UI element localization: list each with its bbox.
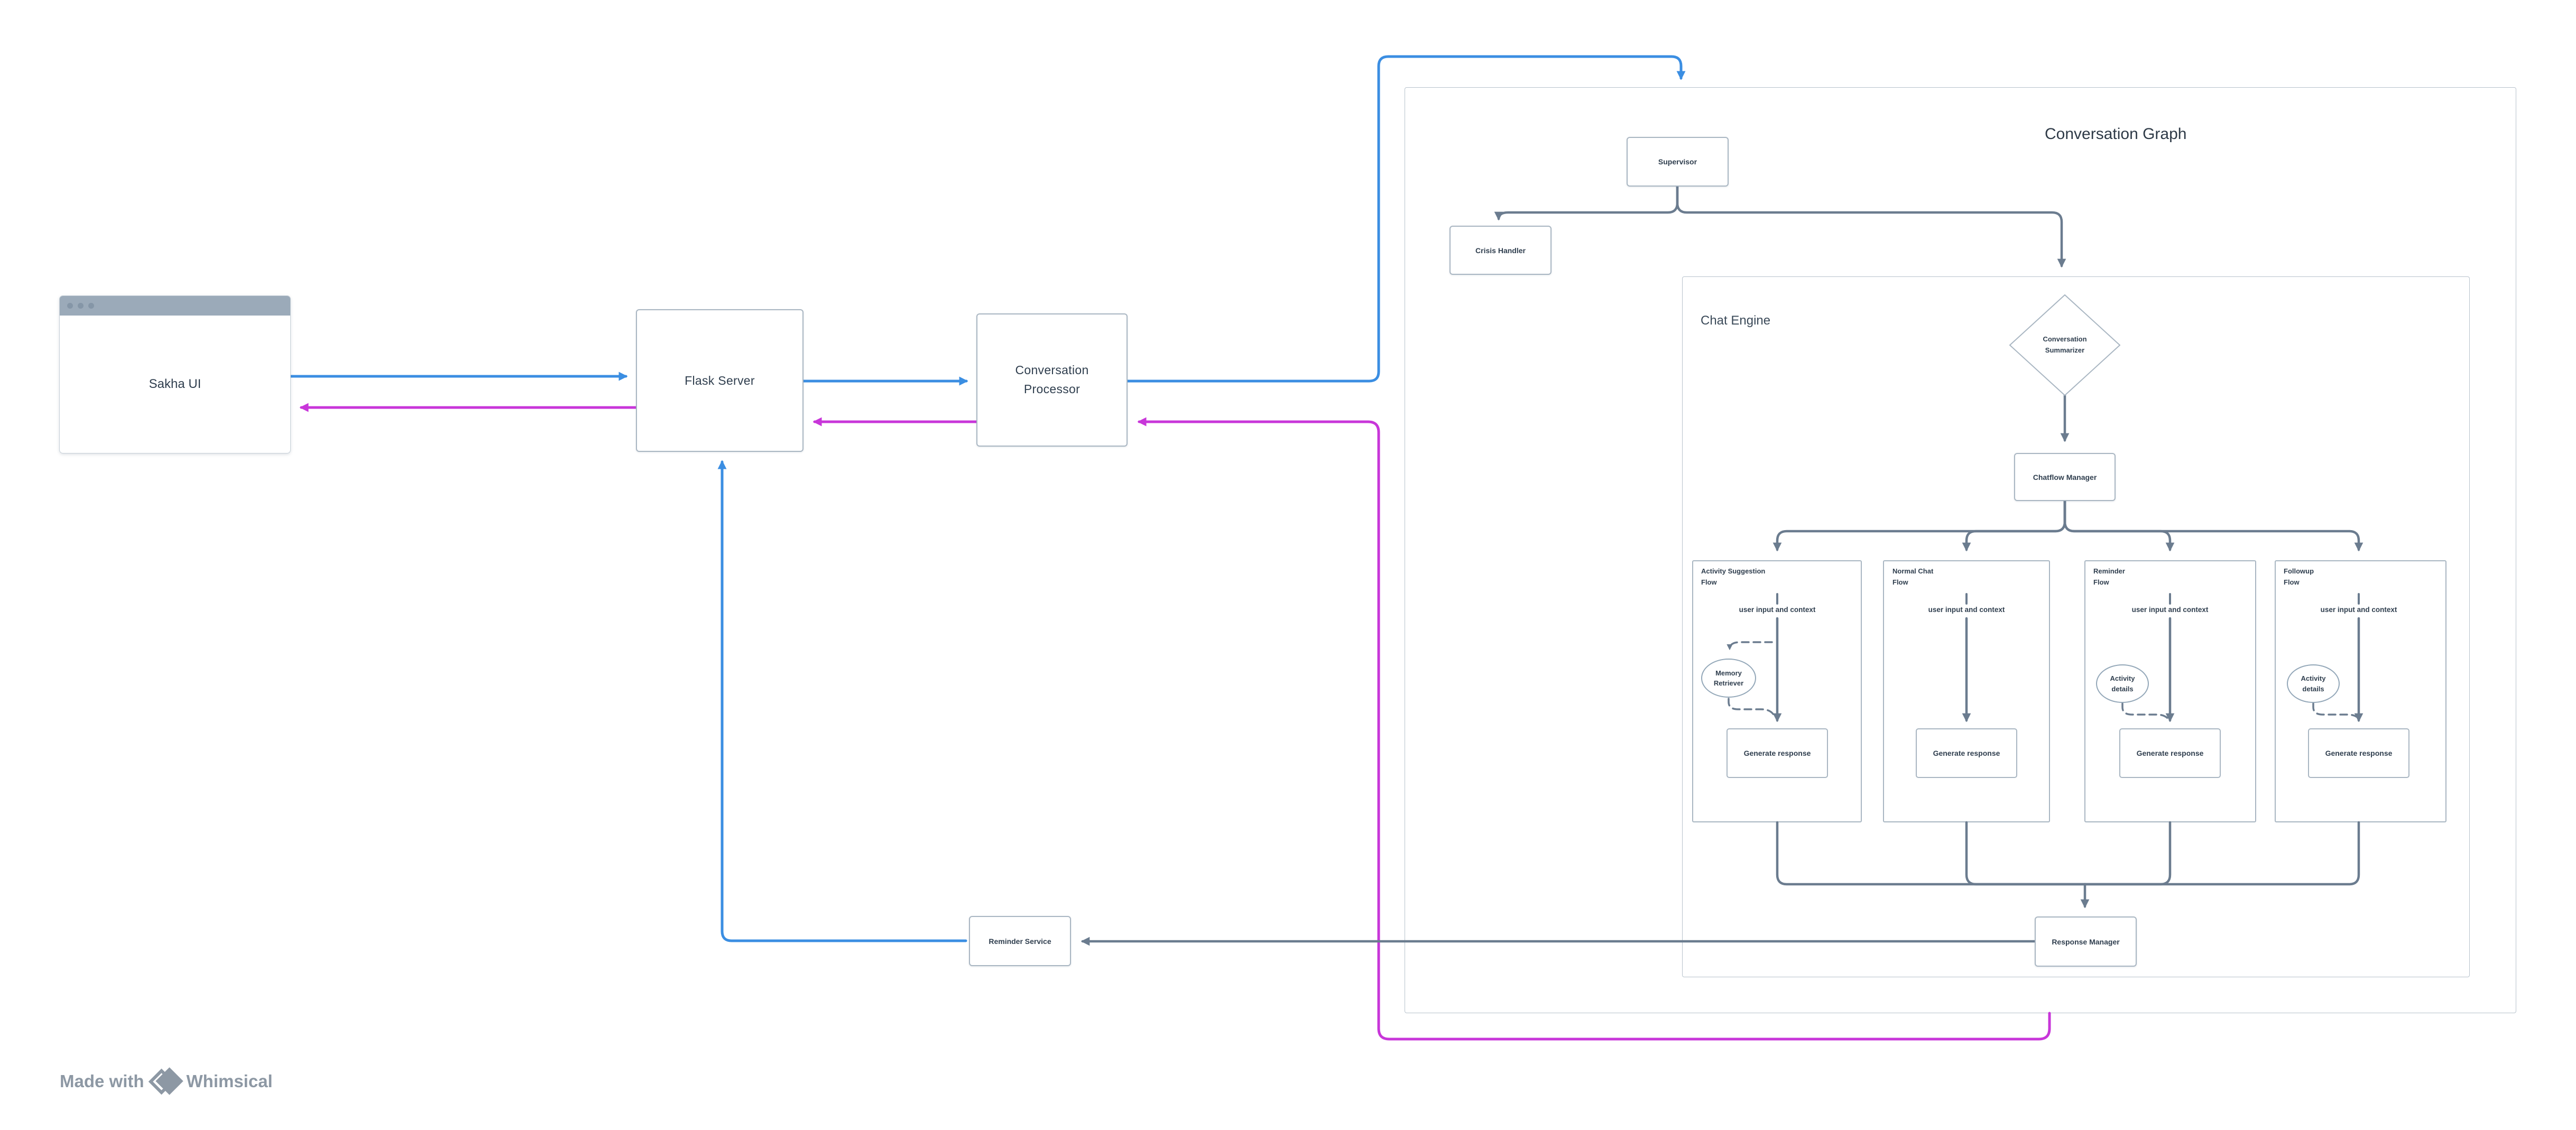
watermark-made-with-text: Made with xyxy=(60,1071,144,1091)
crisis-handler-node[interactable]: Crisis Handler xyxy=(1449,226,1552,275)
response-manager-node[interactable]: Response Manager xyxy=(2035,916,2137,967)
window-control-dot xyxy=(88,303,94,309)
flask-server-node[interactable]: Flask Server xyxy=(636,309,804,452)
window-control-dot xyxy=(78,303,84,309)
flow-panel-followup[interactable] xyxy=(2275,560,2446,822)
whimsical-logo-icon xyxy=(148,1067,183,1096)
generate-response-node[interactable]: Generate response xyxy=(2308,728,2409,778)
sakha-ui-window[interactable]: Sakha UI xyxy=(59,295,291,453)
window-control-dot xyxy=(67,303,73,309)
user-input-label: user input and context xyxy=(2320,606,2397,614)
edge-reminder-service-to-flask xyxy=(717,460,967,942)
user-input-label: user input and context xyxy=(1739,606,1816,614)
generate-response-node[interactable]: Generate response xyxy=(1726,728,1828,778)
conversation-processor-node[interactable]: Conversation Processor xyxy=(976,313,1128,447)
window-title-bar xyxy=(60,296,290,316)
activity-details-ellipse[interactable]: Activity details xyxy=(2096,664,2149,703)
conversation-graph-title: Conversation Graph xyxy=(2045,125,2187,143)
sakha-ui-label: Sakha UI xyxy=(149,377,201,391)
flow-title: Reminder Flow xyxy=(2093,567,2125,587)
flow-title: Normal Chat Flow xyxy=(1892,567,1934,587)
reminder-service-node[interactable]: Reminder Service xyxy=(969,916,1071,966)
memory-retriever-ellipse[interactable]: Memory Retriever xyxy=(1701,659,1756,698)
watermark-brand-text: Whimsical xyxy=(186,1071,273,1091)
user-input-label: user input and context xyxy=(1928,606,2005,614)
chat-engine-title: Chat Engine xyxy=(1701,313,1771,328)
whimsical-watermark[interactable]: Made with Whimsical xyxy=(60,1067,273,1096)
flow-title: Followup Flow xyxy=(2284,567,2314,587)
supervisor-node[interactable]: Supervisor xyxy=(1627,137,1729,187)
chatflow-manager-node[interactable]: Chatflow Manager xyxy=(2014,453,2116,501)
activity-details-ellipse[interactable]: Activity details xyxy=(2287,664,2340,703)
generate-response-node[interactable]: Generate response xyxy=(1916,728,2017,778)
flow-title: Activity Suggestion Flow xyxy=(1701,567,1766,587)
user-input-label: user input and context xyxy=(2131,606,2209,614)
flow-panel-normal-chat[interactable] xyxy=(1883,560,2050,822)
generate-response-node[interactable]: Generate response xyxy=(2119,728,2221,778)
conversation-summarizer-label: Conversation Summarizer xyxy=(2043,335,2087,354)
